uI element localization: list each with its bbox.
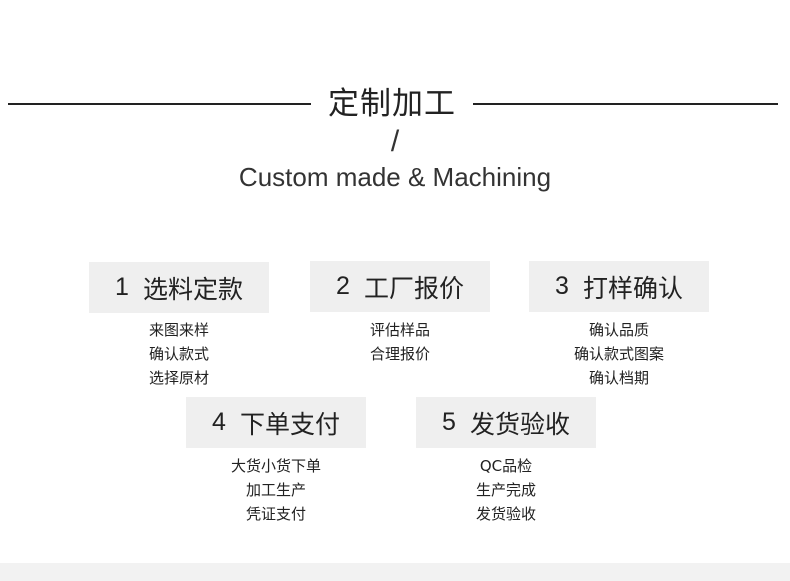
- step-label: 打样确认: [582, 273, 683, 303]
- list-item: 合理报价: [369, 345, 430, 363]
- title-separator: /: [390, 125, 400, 158]
- step-label: 下单支付: [239, 409, 340, 439]
- page-title: 定制加工: [328, 86, 456, 122]
- list-item: QC品检: [479, 457, 533, 475]
- page-subtitle: Custom made & Machining: [238, 162, 552, 192]
- list-item: 评估样品: [369, 321, 430, 339]
- step-number: 4: [212, 408, 226, 436]
- step-number: 2: [336, 272, 350, 300]
- list-item: 确认款式图案: [573, 345, 664, 363]
- list-item: 来图来样: [148, 321, 209, 339]
- step-5-header: 5 发货验收: [416, 397, 596, 448]
- list-item: 大货小货下单: [230, 457, 321, 475]
- step-label: 工厂报价: [363, 273, 464, 303]
- step-2-header: 2 工厂报价: [310, 261, 490, 312]
- header-rule-right: [473, 103, 778, 105]
- list-item: 加工生产: [245, 481, 306, 499]
- step-3-header: 3 打样确认: [529, 261, 709, 312]
- step-label: 选料定款: [142, 274, 243, 304]
- list-item: 确认档期: [588, 369, 649, 387]
- step-3-items: 确认品质 确认款式图案 确认档期: [529, 318, 709, 390]
- step-label: 发货验收: [469, 409, 570, 439]
- step-2-items: 评估样品 合理报价: [310, 318, 490, 366]
- list-item: 凭证支付: [245, 505, 306, 523]
- list-item: 选择原材: [148, 369, 209, 387]
- step-1-items: 来图来样 确认款式 选择原材: [89, 318, 269, 390]
- step-5-items: QC品检 生产完成 发货验收: [416, 454, 596, 526]
- step-1-header: 1 选料定款: [89, 262, 269, 313]
- list-item: 确认款式: [148, 345, 209, 363]
- list-item: 发货验收: [475, 505, 536, 523]
- list-item: 生产完成: [475, 481, 536, 499]
- step-4-items: 大货小货下单 加工生产 凭证支付: [186, 454, 366, 526]
- footer-bar: [0, 563, 790, 581]
- step-number: 1: [115, 273, 129, 301]
- step-number: 3: [555, 272, 569, 300]
- step-4-header: 4 下单支付: [186, 397, 366, 448]
- step-number: 5: [442, 408, 456, 436]
- list-item: 确认品质: [588, 321, 649, 339]
- header-rule-left: [8, 103, 311, 105]
